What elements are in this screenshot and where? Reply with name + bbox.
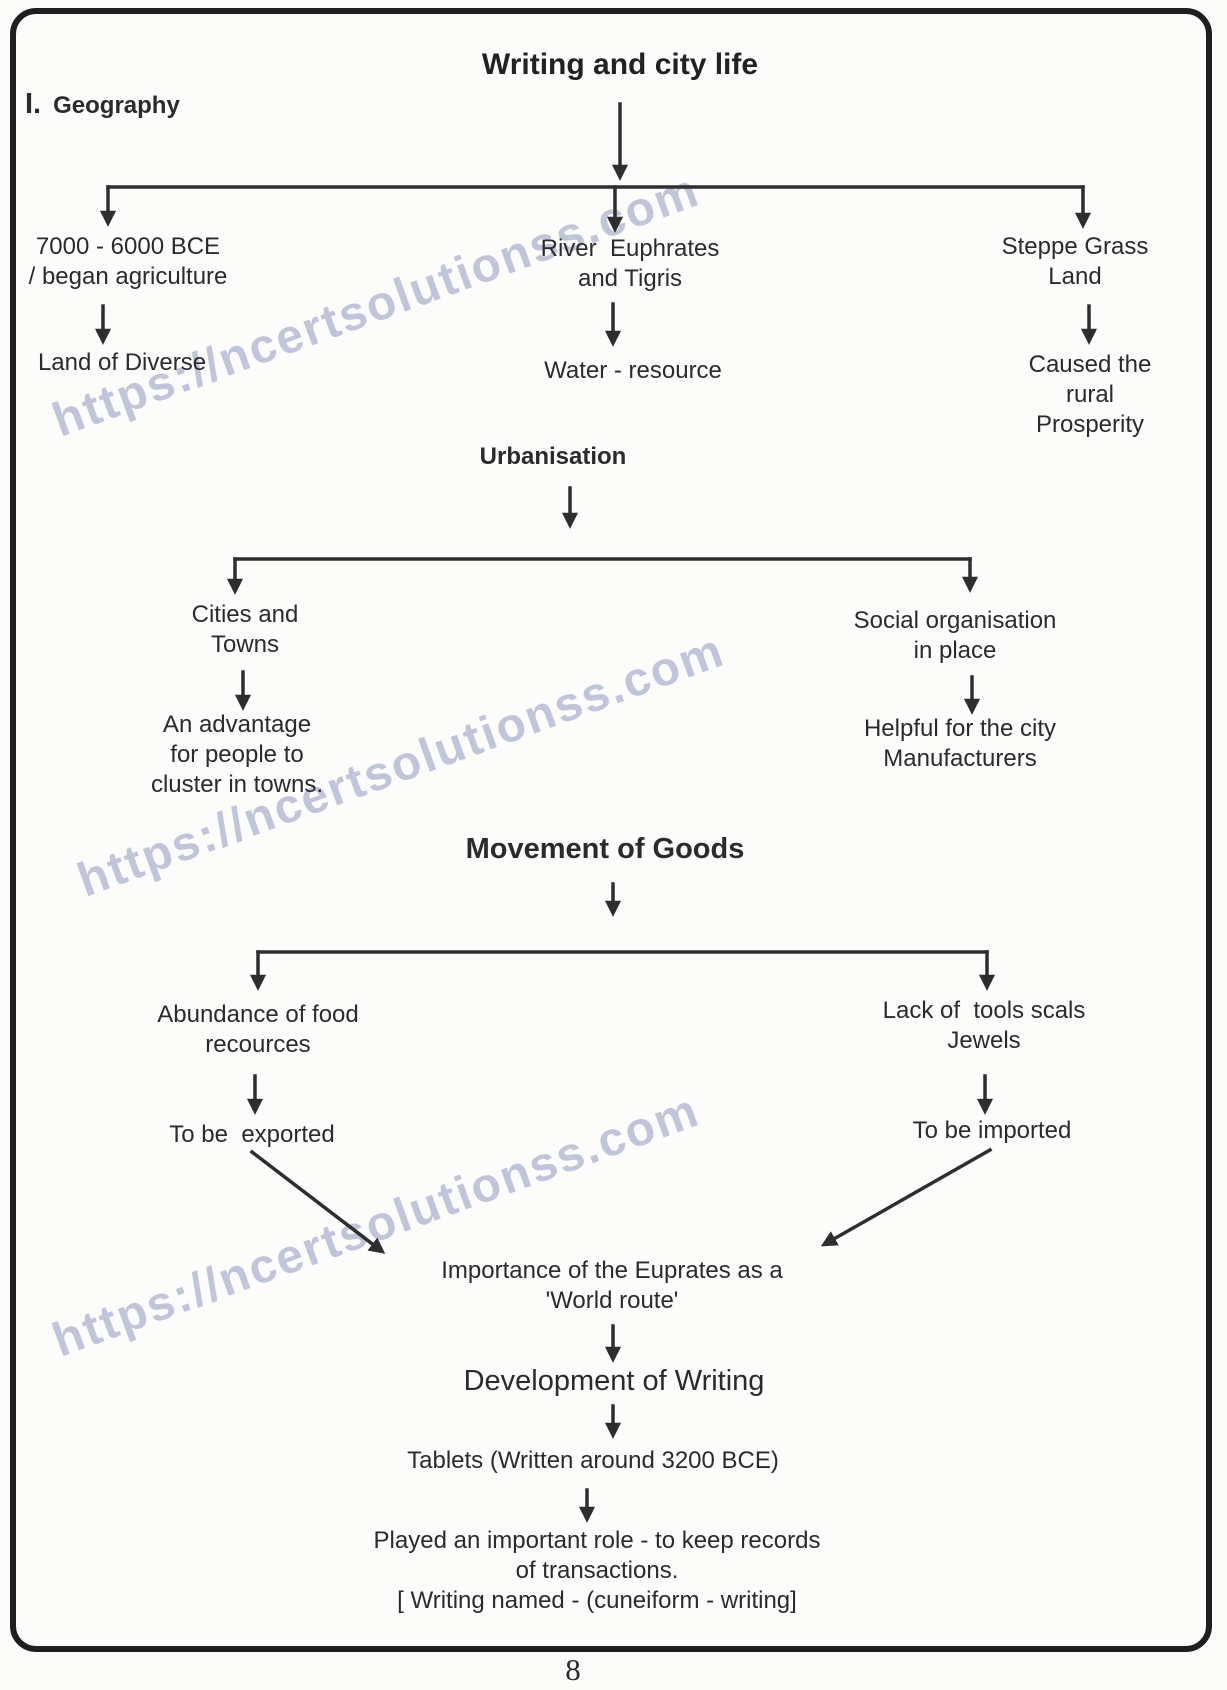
page-number: 8 (565, 1652, 581, 1687)
node-importance-euprates: Importance of the Euprates as a 'World r… (441, 1257, 783, 1314)
node-bce-agriculture: 7000 - 6000 BCE / began agriculture (28, 233, 228, 290)
node-tablets-3200-bce: Tablets (Written around 3200 BCE) (407, 1447, 779, 1474)
page-border-frame (10, 8, 1212, 1652)
node-social-organisation: Social organisation in place (853, 607, 1057, 664)
heading-urbanisation: Urbanisation (479, 443, 627, 470)
node-water-resource: Water - resource (544, 357, 722, 384)
imported-diagonal-arrow (820, 1147, 993, 1247)
exported-diagonal-arrow (249, 1149, 386, 1254)
section-label: Geography (53, 92, 180, 119)
node-to-be-exported: To be exported (169, 1121, 335, 1148)
node-abundance-food: Abundance of food recources (157, 1001, 359, 1058)
node-records-cuneiform: Played an important role - to keep recor… (373, 1527, 821, 1614)
node-river-euphrates-tigris: River Euphrates and Tigris (540, 235, 720, 292)
node-to-be-imported: To be imported (912, 1117, 1072, 1144)
heading-movement-of-goods: Movement of Goods (465, 833, 745, 865)
node-land-of-diverse: Land of Diverse (37, 349, 207, 376)
section-header: I. Geography (25, 88, 180, 121)
node-lack-tools-jewels: Lack of tools scals Jewels (882, 997, 1086, 1054)
node-caused-rural-prosperity: Caused the rural Prosperity (1028, 351, 1152, 438)
node-helpful-manufacturers: Helpful for the city Manufacturers (863, 715, 1057, 772)
section-numeral: I. (25, 88, 42, 120)
node-steppe-grass-land: Steppe Grass Land (1001, 233, 1156, 290)
node-cities-and-towns: Cities and Towns (191, 601, 299, 658)
node-advantage-cluster: An advantage for people to cluster in to… (150, 711, 324, 798)
page-title: Writing and city life (481, 48, 759, 81)
node-development-of-writing: Development of Writing (463, 1365, 765, 1397)
